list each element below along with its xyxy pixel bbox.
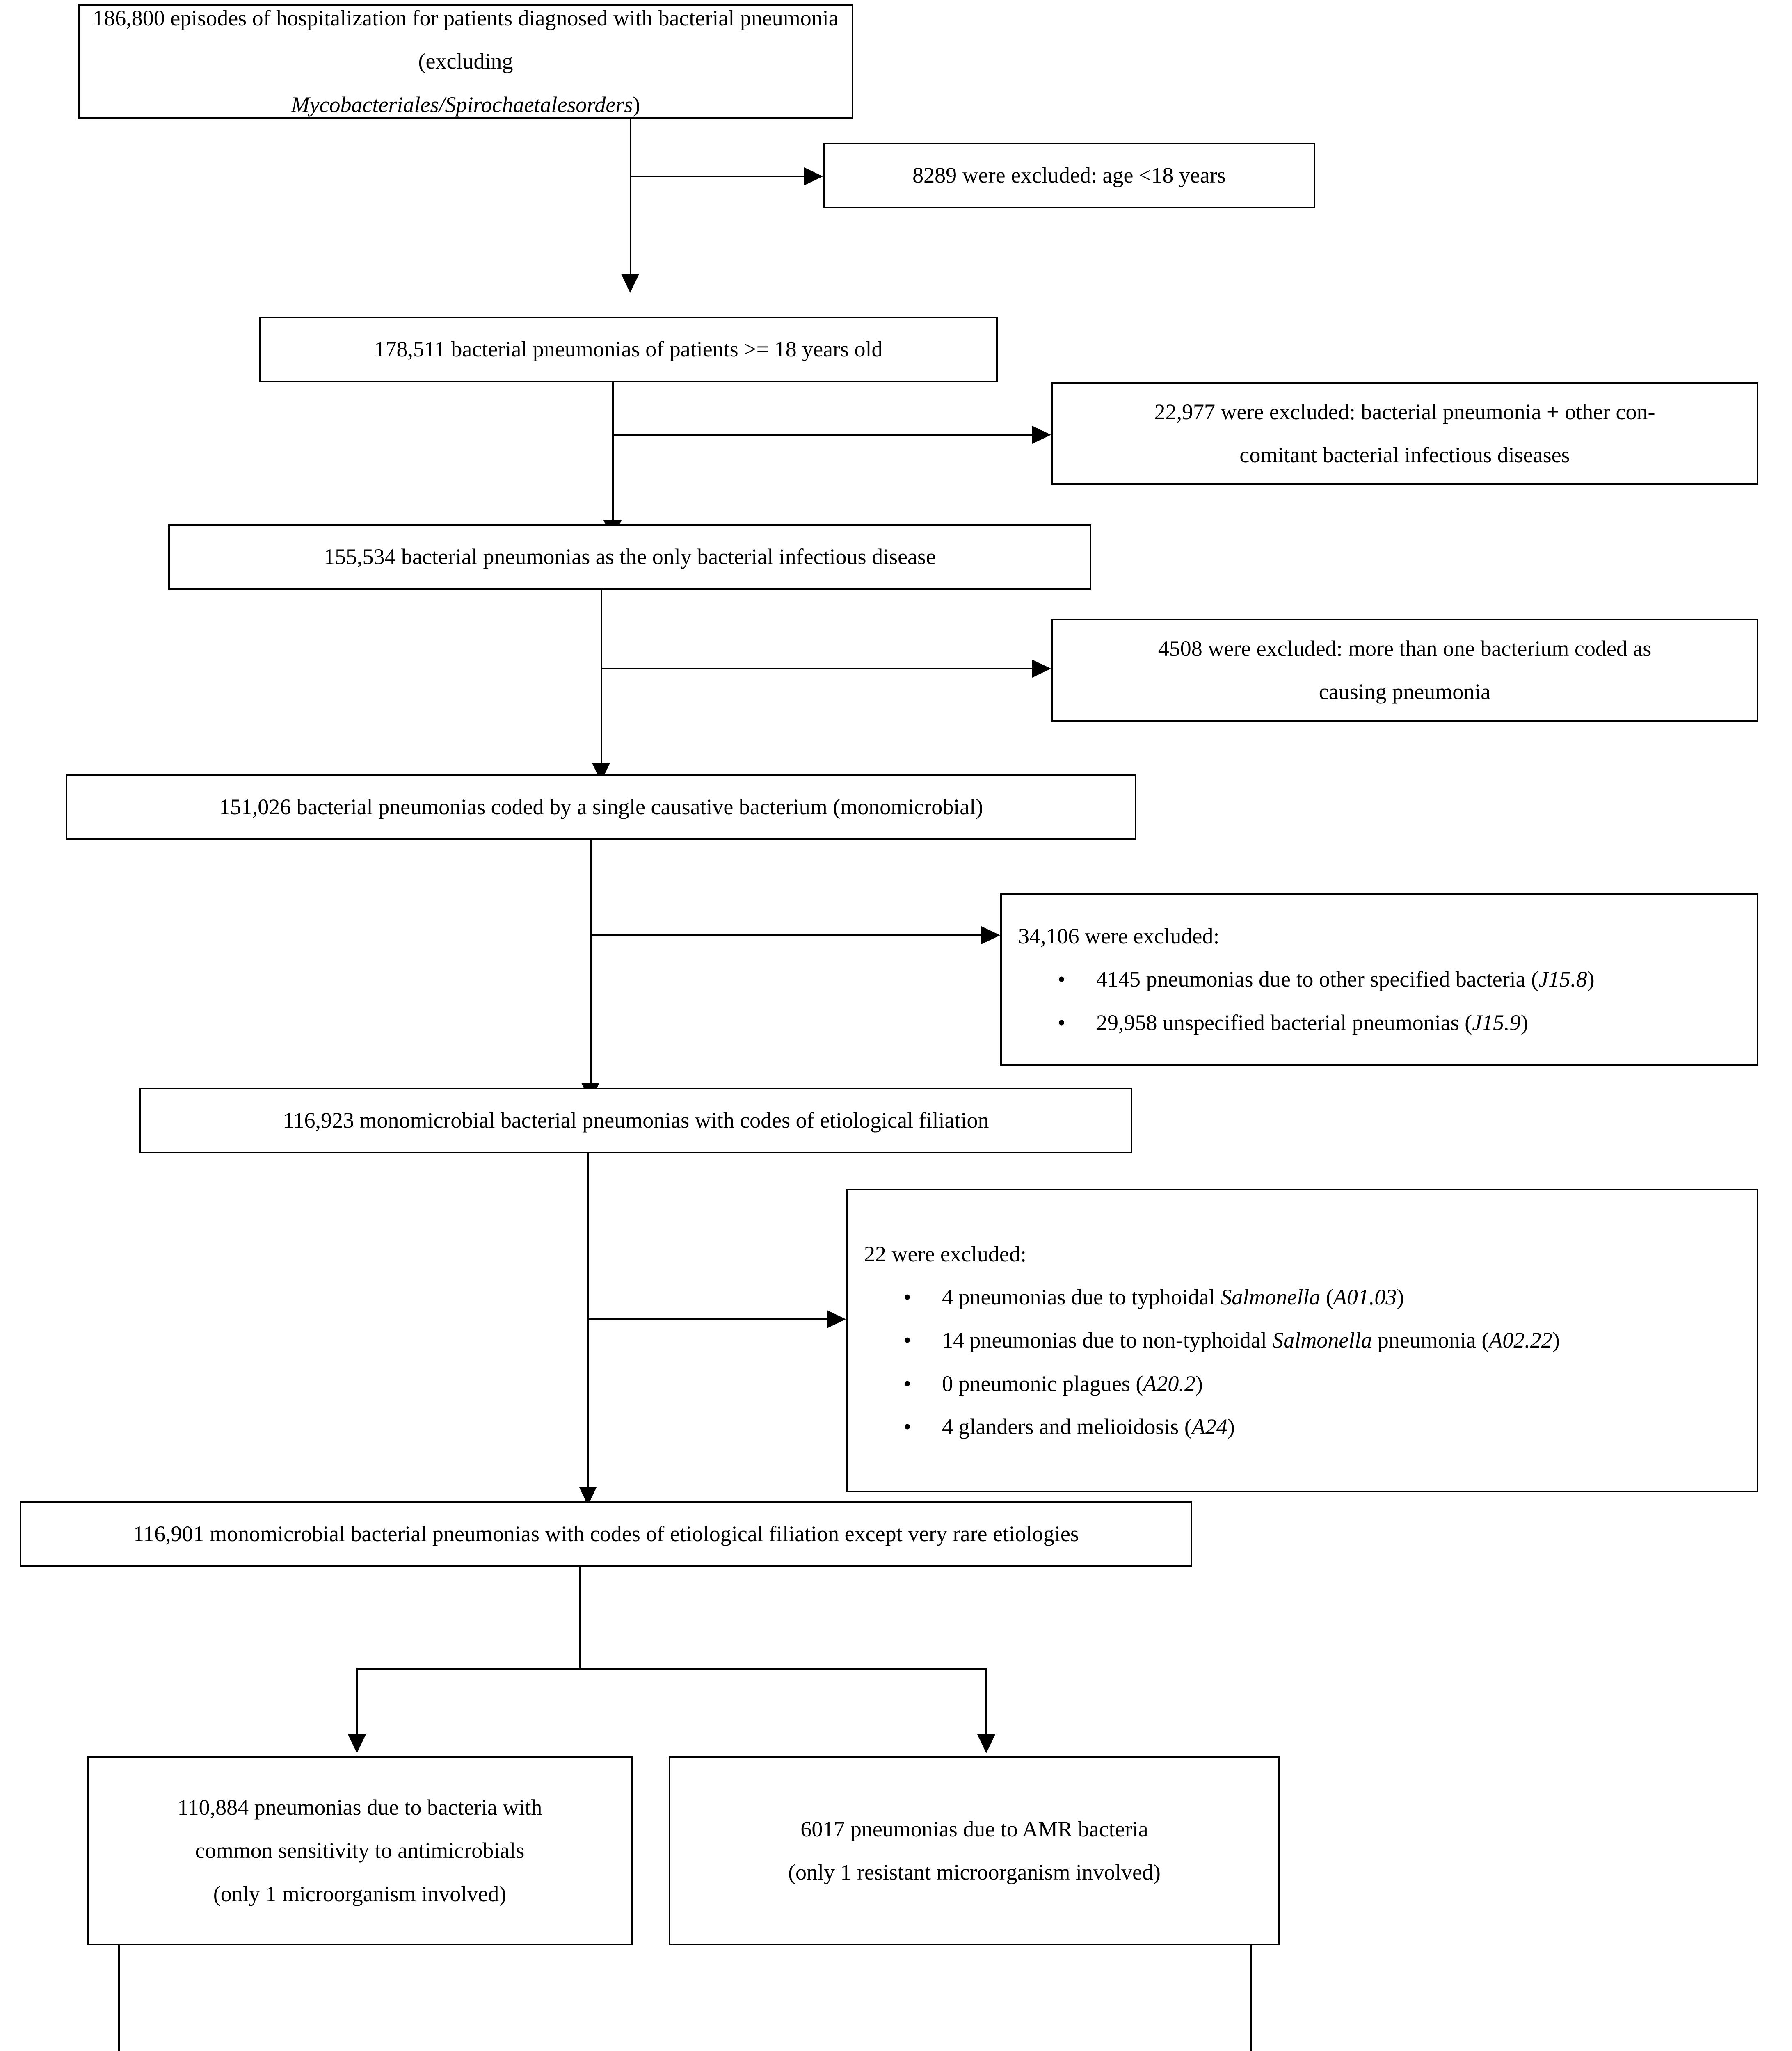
exclusion-concomitant-infections: 22,977 were excluded: bacterial pneumoni… <box>1051 382 1758 485</box>
icd-code: A01.03 <box>1333 1285 1397 1310</box>
bullet-dot-icon: • <box>903 1414 911 1439</box>
list-item: • 29,958 unspecified bacterial pneumonia… <box>1018 1001 1746 1044</box>
arrowhead-n1-to-n2 <box>621 274 639 293</box>
icd-code: J15.8 <box>1538 967 1587 992</box>
connector-n6-stem <box>579 1567 581 1669</box>
exclusion-concomitant-line2: comitant bacterial infectious diseases <box>1239 443 1570 467</box>
arrowhead-n2-to-x2 <box>1032 426 1051 444</box>
bullet-text-post: ) <box>1227 1414 1235 1439</box>
exclusion-very-rare-heading: 22 were excluded: <box>864 1241 1026 1266</box>
connector-n2-to-x2 <box>612 434 1035 436</box>
exclusion-age-under-18-text: 8289 were excluded: age <18 years <box>912 163 1226 188</box>
node-sensitive-bacteria-line1: 110,884 pneumonias due to bacteria with <box>177 1795 542 1820</box>
node-only-bacterial-disease: 155,534 bacterial pneumonias as the only… <box>168 524 1091 590</box>
bullet-text-post: ) <box>1195 1371 1203 1396</box>
connector-n1-to-n2 <box>630 119 631 277</box>
node-sensitive-bacteria-line2: common sensitivity to antimicrobials <box>195 1838 525 1863</box>
icd-code: J15.9 <box>1472 1010 1521 1035</box>
connector-split-bar <box>356 1668 987 1670</box>
exclusion-very-rare-bullet-list: • 4 pneumonias due to typhoidal Salmonel… <box>864 1276 1746 1448</box>
node-etiological-filiation-text: 116,923 monomicrobial bacterial pneumoni… <box>283 1108 989 1133</box>
node-sensitive-bacteria: 110,884 pneumonias due to bacteria with … <box>87 1756 633 1945</box>
arrowhead-n1-to-x1 <box>804 167 823 185</box>
exclusion-age-under-18: 8289 were excluded: age <18 years <box>823 143 1315 208</box>
node-adult-pneumonias: 178,511 bacterial pneumonias of patients… <box>259 317 998 382</box>
node-total-episodes: 186,800 episodes of hospitalization for … <box>78 4 853 119</box>
exclusion-multiple-bacteria: 4508 were excluded: more than one bacter… <box>1051 619 1758 722</box>
connector-n4-to-n5 <box>590 840 592 1086</box>
icd-code: A24 <box>1191 1414 1227 1439</box>
bullet-dot-icon: • <box>1058 967 1065 992</box>
exclusion-unspecified-bullet-list: • 4145 pneumonias due to other specified… <box>1018 958 1746 1044</box>
node-amr-bacteria-line2: (only 1 resistant microorganism involved… <box>788 1860 1161 1884</box>
node-final-cohort-text: 116,901 monomicrobial bacterial pneumoni… <box>133 1521 1079 1546</box>
node-monomicrobial-text: 151,026 bacterial pneumonias coded by a … <box>219 795 983 820</box>
list-item: • 4 pneumonias due to typhoidal Salmonel… <box>864 1276 1746 1319</box>
node-amr-bacteria: 6017 pneumonias due to AMR bacteria (onl… <box>669 1756 1280 1945</box>
node-monomicrobial: 151,026 bacterial pneumonias coded by a … <box>66 774 1136 840</box>
node-total-episodes-line2-tail: ) <box>633 92 640 117</box>
connector-n2-to-n3 <box>612 382 614 524</box>
connector-n5-to-x5 <box>587 1318 830 1320</box>
arrowhead-n3-to-x3 <box>1032 660 1051 678</box>
bullet-text-post: ) <box>1552 1328 1560 1353</box>
bullet-text-post: ) <box>1397 1285 1404 1310</box>
arrowhead-n5-to-x5 <box>827 1310 846 1328</box>
bullet-dot-icon: • <box>903 1328 911 1353</box>
node-only-bacterial-disease-text: 155,534 bacterial pneumonias as the only… <box>323 544 936 569</box>
node-sensitive-bacteria-line3: (only 1 microorganism involved) <box>213 1881 507 1906</box>
connector-split-left <box>356 1668 358 1738</box>
bullet-text: 0 pneumonic plagues ( <box>942 1371 1143 1396</box>
connector-n1-to-x1 <box>630 176 806 177</box>
bullet-text: 4 glanders and melioidosis ( <box>942 1414 1192 1439</box>
node-adult-pneumonias-text: 178,511 bacterial pneumonias of patients… <box>374 337 883 362</box>
list-item: • 4 glanders and melioidosis (A24) <box>864 1405 1746 1448</box>
bullet-text-mid: pneumonia ( <box>1372 1328 1489 1353</box>
node-amr-bacteria-line1: 6017 pneumonias due to AMR bacteria <box>800 1816 1148 1841</box>
bullet-text-mid: ( <box>1320 1285 1333 1310</box>
bullet-text: 4 pneumonias due to typhoidal <box>942 1285 1221 1310</box>
exclusion-multiple-bacteria-line1: 4508 were excluded: more than one bacter… <box>1158 636 1652 661</box>
list-item: • 14 pneumonias due to non-typhoidal Sal… <box>864 1319 1746 1362</box>
connector-n3-to-x3 <box>601 668 1035 669</box>
exclusion-concomitant-line1: 22,977 were excluded: bacterial pneumoni… <box>1154 399 1655 424</box>
node-total-episodes-line2: Mycobacteriales/Spirochaetalesorders) <box>90 83 841 126</box>
exclusion-very-rare-etiologies: 22 were excluded: • 4 pneumonias due to … <box>846 1189 1758 1492</box>
list-item: • 0 pneumonic plagues (A20.2) <box>864 1362 1746 1405</box>
exclusion-unspecified-heading: 34,106 were excluded: <box>1018 924 1220 949</box>
node-etiological-filiation: 116,923 monomicrobial bacterial pneumoni… <box>139 1088 1132 1153</box>
bullet-text: 29,958 unspecified bacterial pneumonias … <box>1096 1010 1472 1035</box>
bullet-text: 4145 pneumonias due to other specified b… <box>1096 967 1539 992</box>
connector-n3-to-n4 <box>601 590 602 766</box>
organism-name-italic: Salmonella <box>1221 1285 1321 1310</box>
bullet-dot-icon: • <box>903 1371 911 1396</box>
connector-n7-to-n9 <box>118 1945 120 2051</box>
bullet-text-post: ) <box>1587 967 1595 992</box>
connector-split-right <box>985 1668 987 1738</box>
connector-n8-to-n10 <box>1250 1945 1252 2051</box>
bullet-text: 14 pneumonias due to non-typhoidal <box>942 1328 1273 1353</box>
bullet-dot-icon: • <box>1058 1010 1065 1035</box>
bullet-text-post: ) <box>1520 1010 1528 1035</box>
exclusion-multiple-bacteria-line2: causing pneumonia <box>1319 679 1491 704</box>
connector-n4-to-x4 <box>590 934 984 936</box>
node-final-cohort: 116,901 monomicrobial bacterial pneumoni… <box>20 1501 1192 1567</box>
arrowhead-split-right <box>977 1734 995 1753</box>
bullet-dot-icon: • <box>903 1285 911 1310</box>
list-item: • 4145 pneumonias due to other specified… <box>1018 958 1746 1001</box>
connector-n5-to-n6 <box>587 1153 589 1490</box>
organism-orders-italic: Mycobacteriales/Spirochaetalesorders <box>291 92 633 117</box>
icd-code: A20.2 <box>1143 1371 1195 1396</box>
arrowhead-split-left <box>348 1734 366 1753</box>
exclusion-unspecified-bacteria: 34,106 were excluded: • 4145 pneumonias … <box>1000 893 1758 1066</box>
icd-code: A02.22 <box>1489 1328 1552 1353</box>
arrowhead-n4-to-x4 <box>981 926 1000 944</box>
organism-name-italic: Salmonella <box>1272 1328 1372 1353</box>
node-total-episodes-line1: 186,800 episodes of hospitalization for … <box>93 6 839 74</box>
